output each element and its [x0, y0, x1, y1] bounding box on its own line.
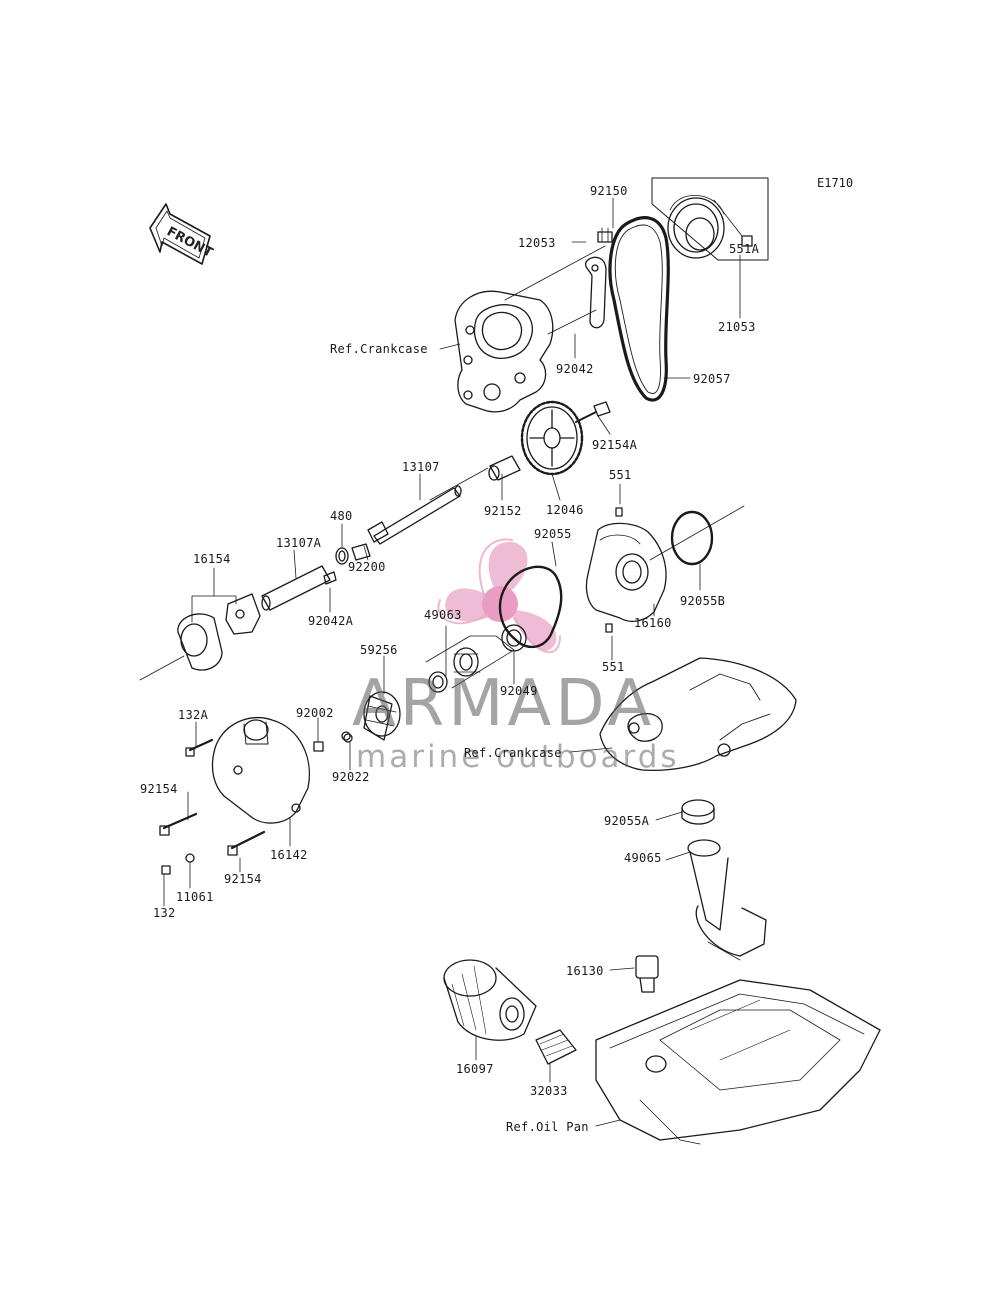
impeller-drawing: [341, 691, 401, 741]
chain-guide-drawing: [584, 256, 607, 329]
bolts-left-drawing: [159, 733, 353, 875]
ref-oil-pan: Ref.Oil Pan: [506, 1120, 589, 1134]
part-label-92055a: 92055A: [604, 814, 650, 828]
part-label-92055b: 92055B: [680, 594, 726, 608]
crankcase-top-drawing: [454, 245, 606, 413]
part-label-92002: 92002: [296, 706, 334, 720]
part-label-13107: 13107: [402, 460, 440, 474]
diagram-code: E1710: [817, 176, 854, 190]
part-label-551-top: 551: [609, 468, 632, 482]
part-label-16154: 16154: [193, 552, 231, 566]
part-label-92150: 92150: [590, 184, 628, 198]
watermark-name: ARMADA: [352, 667, 656, 741]
coupling-drawing: [139, 593, 261, 681]
part-label-92154-left: 92154: [140, 782, 178, 796]
part-label-92057: 92057: [693, 372, 731, 386]
part-label-59256: 59256: [360, 643, 398, 657]
armada-logo-icon: [445, 541, 557, 651]
part-label-132a: 132A: [178, 708, 209, 722]
mechanical-seal-drawing: [425, 624, 527, 693]
oil-filter-drawing: [443, 959, 537, 1041]
part-label-16142: 16142: [270, 848, 308, 862]
part-label-92055: 92055: [534, 527, 572, 541]
pump-sprocket-drawing: [520, 400, 584, 476]
part-label-12053: 12053: [518, 236, 556, 250]
impeller-shaft-drawing: [261, 565, 337, 611]
o-ring-92055b-drawing: [670, 510, 714, 566]
drive-chain-drawing: [608, 216, 670, 402]
pump-shaft-drawing: [367, 455, 521, 545]
part-label-49063: 49063: [424, 608, 462, 622]
sprocket-assembly-box: [651, 177, 769, 319]
part-label-21053: 21053: [718, 320, 756, 334]
part-label-49065: 49065: [624, 851, 662, 865]
part-label-92152: 92152: [484, 504, 522, 518]
part-label-92049: 92049: [500, 684, 538, 698]
crankcase-mid-drawing: [599, 657, 797, 772]
part-label-92154-bottom: 92154: [224, 872, 262, 886]
part-label-11061: 11061: [176, 890, 214, 904]
ref-crankcase-mid: Ref.Crankcase: [464, 746, 562, 760]
part-label-92200: 92200: [348, 560, 386, 574]
part-label-92022: 92022: [332, 770, 370, 784]
bolt-92154a-drawing: [575, 401, 611, 423]
part-label-16097: 16097: [456, 1062, 494, 1076]
watermark-tagline: marine outboards: [356, 739, 680, 775]
oil-pan-drawing: [595, 979, 881, 1145]
part-label-16130: 16130: [566, 964, 604, 978]
leader-lines: [163, 241, 701, 1127]
gasket-92055-drawing: [498, 565, 563, 649]
part-label-92042: 92042: [556, 362, 594, 376]
part-label-480: 480: [330, 509, 353, 523]
bolt-92150-drawing: [597, 197, 614, 243]
part-label-16160: 16160: [634, 616, 672, 630]
part-label-12046: 12046: [546, 503, 584, 517]
oil-pressure-switch-drawing: [635, 955, 659, 993]
ref-crankcase-top: Ref.Crankcase: [330, 342, 428, 356]
part-label-132: 132: [153, 906, 176, 920]
part-label-551a: 551A: [729, 242, 760, 256]
armada-logo-outline: [437, 538, 561, 654]
oil-screen-drawing: [535, 1029, 577, 1065]
pump-body-drawing: [585, 505, 745, 633]
part-label-551-bottom: 551: [602, 660, 625, 674]
part-label-13107a: 13107A: [276, 536, 322, 550]
strainer-drawing: [681, 799, 767, 961]
part-label-92042a: 92042A: [308, 614, 354, 628]
front-arrow-icon: FRONT: [149, 203, 215, 265]
pump-cover-drawing: [211, 716, 310, 824]
part-label-92154a: 92154A: [592, 438, 638, 452]
part-label-32033: 32033: [530, 1084, 568, 1098]
